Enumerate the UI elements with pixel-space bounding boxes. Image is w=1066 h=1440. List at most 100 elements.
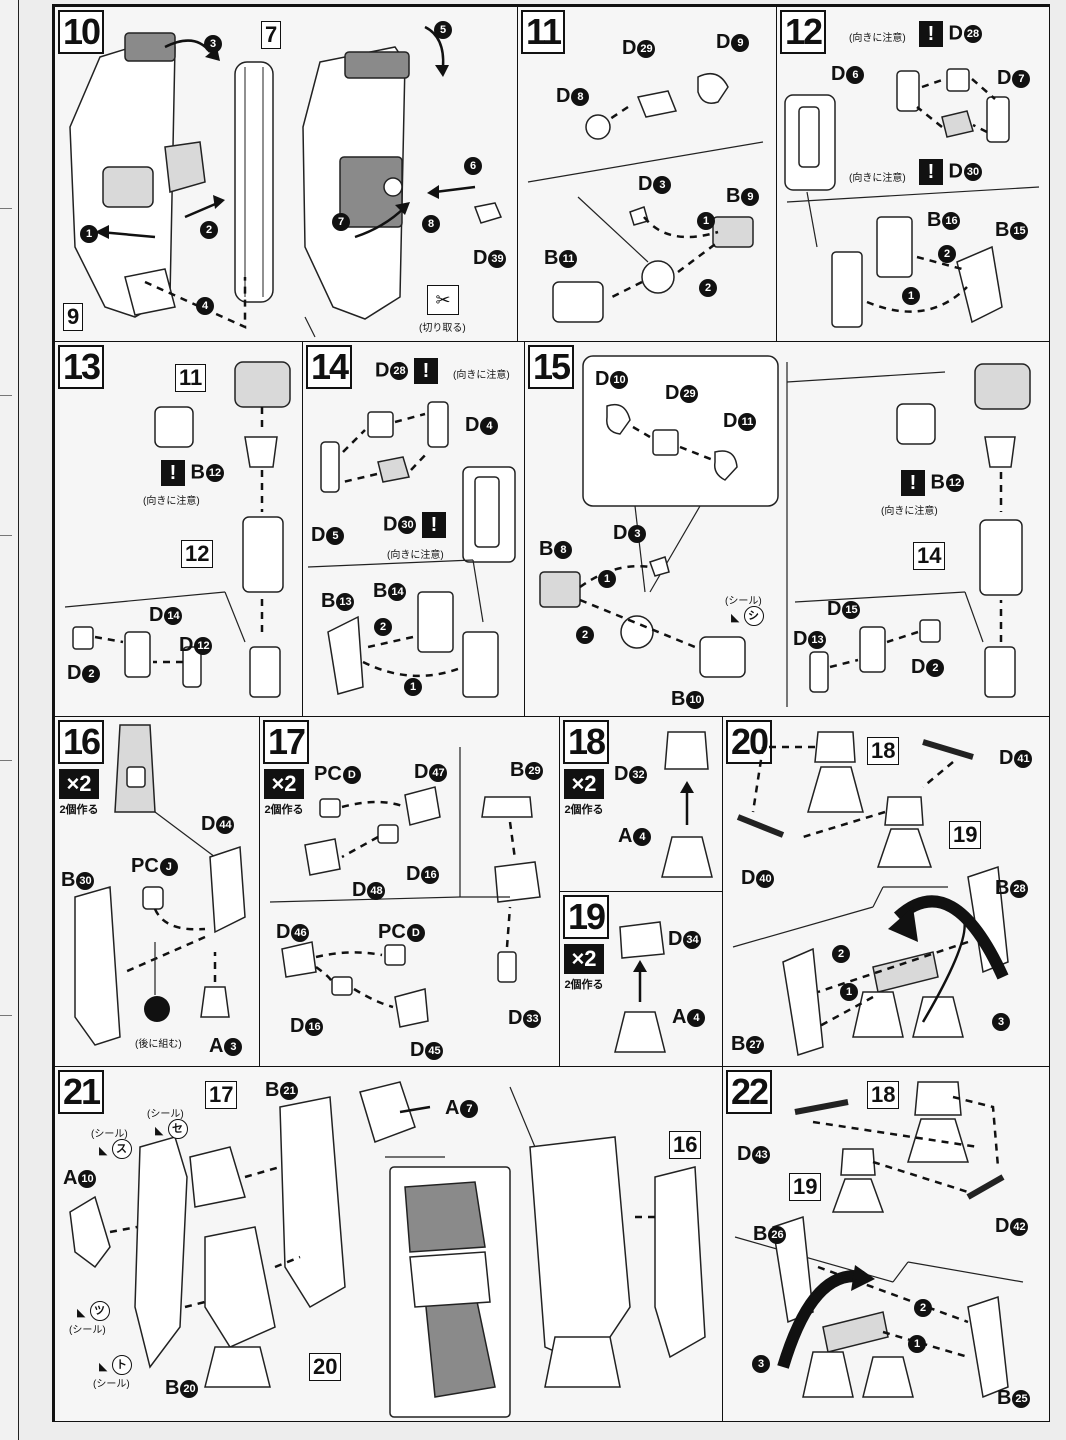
tool-icon: ✂ — [427, 285, 459, 315]
seq-1: 1 — [908, 1335, 926, 1353]
step-22-panel: 22 — [722, 1066, 1050, 1422]
ref-step-17: 17 — [205, 1081, 238, 1109]
step-11-illustration — [527, 72, 764, 323]
seq-2: 2 — [576, 626, 594, 644]
seq-4: 4 — [196, 297, 214, 315]
ref-step-19: 19 — [949, 821, 982, 849]
orient-note-top: (向きに注意) — [849, 33, 906, 44]
step-15-panel: 15 — [524, 341, 1050, 718]
seq-1: 1 — [840, 983, 858, 1001]
step-20-illustration — [732, 731, 1009, 1056]
step-15-illustration — [539, 355, 1031, 707]
seal-mark-su: ◣ ス — [99, 1139, 132, 1159]
ref-step-9: 9 — [63, 303, 84, 331]
step-number: 13 — [58, 345, 105, 389]
step-number: 19 — [563, 895, 610, 939]
step-21-illustration — [69, 1081, 706, 1418]
step-10-illustration — [69, 25, 503, 338]
orient-note-bottom: (向きに注意) — [387, 550, 444, 561]
ref-step-18: 18 — [867, 1081, 900, 1109]
ref-step-12: 12 — [181, 540, 214, 568]
ref-step-16: 16 — [669, 1131, 702, 1159]
seq-2: 2 — [699, 279, 717, 297]
orient-note: (向きに注意) — [143, 496, 200, 507]
step-19-illustration — [614, 921, 666, 1053]
seal-mark-se: ◣ セ — [155, 1119, 188, 1139]
seq-3: 3 — [752, 1355, 770, 1373]
seq-5: 5 — [434, 21, 452, 39]
assembly-sheet: 10 — [52, 4, 1050, 1422]
step-12-illustration — [784, 68, 1040, 328]
step-21-panel: 21 — [54, 1066, 724, 1422]
ref-step-18: 18 — [867, 737, 900, 765]
step-number: 20 — [726, 720, 773, 764]
ref-step-19: 19 — [789, 1173, 822, 1201]
seal-note: (シール) — [725, 596, 762, 607]
ref-step-14: 14 — [913, 542, 946, 570]
seq-8: 8 — [422, 215, 440, 233]
seq-2: 2 — [200, 221, 218, 239]
step-number: 16 — [58, 720, 105, 764]
step-13-illustration — [64, 361, 291, 698]
seal-mark: ◣ シ — [731, 606, 764, 626]
seq-1: 1 — [598, 570, 616, 588]
seal-note-to: (シール) — [93, 1379, 130, 1390]
seq-1: 1 — [80, 225, 98, 243]
step-number: 11 — [521, 10, 566, 54]
seal-note-se: (シール) — [147, 1109, 184, 1120]
ref-step-7: 7 — [261, 21, 282, 49]
